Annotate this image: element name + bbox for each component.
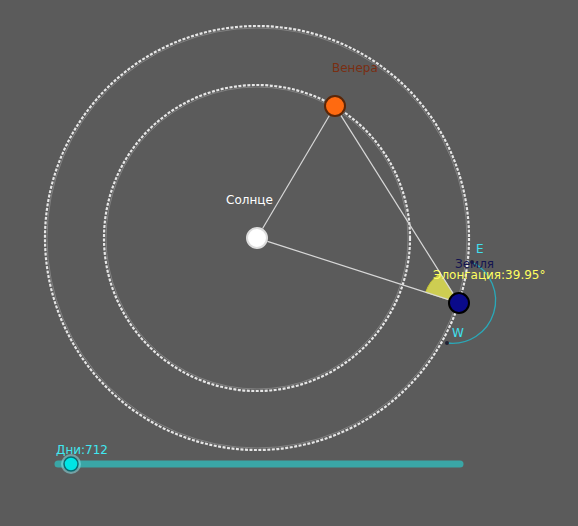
planet-label: Венера	[332, 61, 378, 75]
sight-line	[341, 115, 453, 293]
sun-star: Солнце	[246, 227, 268, 249]
elongation-value: Элонгация:39.95°	[433, 268, 545, 282]
slider-knob-halo	[61, 454, 81, 474]
slider-knob	[64, 457, 78, 471]
west-point	[445, 341, 449, 345]
west-mark: W	[452, 326, 464, 340]
earth-planet: Земля	[448, 292, 470, 314]
earth-orbit	[45, 26, 469, 450]
east-mark: E	[476, 242, 484, 256]
planet-label: Солнце	[226, 193, 273, 207]
venus-planet: Венера	[324, 95, 346, 117]
earth-orbit-inner	[47, 28, 467, 448]
slider-track	[58, 461, 460, 468]
venus-orbit-inner	[106, 87, 408, 389]
venus-orbit	[104, 85, 410, 391]
sight-line	[263, 115, 330, 228]
slider-value: Дни:712	[56, 443, 108, 457]
sight-line	[267, 241, 448, 299]
